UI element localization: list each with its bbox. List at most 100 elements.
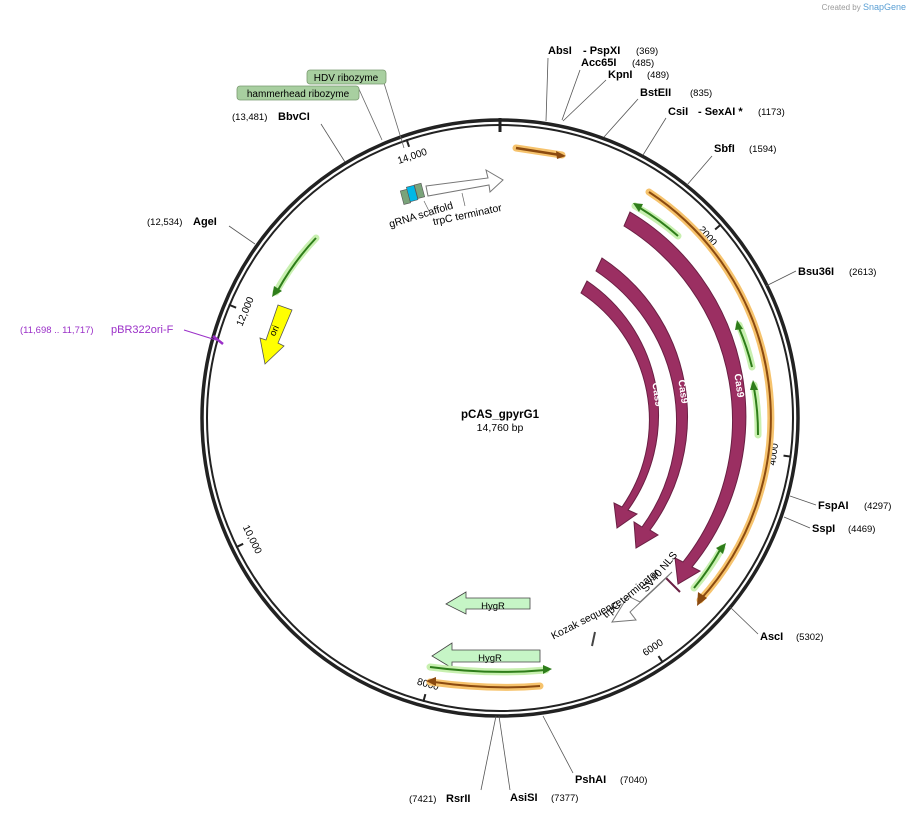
hygr-arrow-1[interactable] xyxy=(445,591,531,615)
site-name-extra: - SexAI * xyxy=(698,106,743,118)
cas9-arc-middle[interactable] xyxy=(595,257,688,549)
hammerhead-leader xyxy=(357,86,383,141)
site-bsteii[interactable]: BstEII (835) xyxy=(640,87,712,99)
site-leader-line xyxy=(542,715,574,774)
site-leader-line xyxy=(789,495,817,506)
trpc-top-leader xyxy=(461,192,466,207)
ori-arrow[interactable] xyxy=(259,304,293,365)
site-position: (1594) xyxy=(749,144,776,155)
site-fspai[interactable]: FspAI (4297) xyxy=(818,500,891,512)
site-position: (2613) xyxy=(849,267,876,278)
trpc-terminator-top-arrow[interactable] xyxy=(425,168,504,197)
site-leader-line xyxy=(783,516,811,529)
site-leader-line xyxy=(729,606,759,635)
grna-leader xyxy=(423,200,431,214)
site-position: (489) xyxy=(647,70,669,81)
site-name: SspI xyxy=(812,523,835,535)
scale-tick xyxy=(422,693,427,703)
trpc-terminator-bottom-arrow[interactable] xyxy=(611,571,673,623)
site-position: (13,481) xyxy=(232,112,267,123)
site-pshai[interactable]: PshAI (7040) xyxy=(575,774,647,786)
hygr-arrow-2[interactable] xyxy=(431,642,541,669)
site-leader-line xyxy=(603,98,639,138)
scale-tick xyxy=(657,655,664,664)
cas9-arc-outer[interactable] xyxy=(623,211,747,585)
site-name: AbsI xyxy=(548,45,572,57)
green-arrow-4-head xyxy=(716,543,726,554)
primer-mark xyxy=(212,335,224,345)
hdv-ribozyme-box[interactable] xyxy=(306,69,387,85)
site-name: PshAI xyxy=(575,774,606,786)
hygr-label-2: HygR xyxy=(478,653,502,664)
site-asisi[interactable]: AsiSI (7377) xyxy=(510,792,578,804)
kozak-sequence-label: Kozak sequence xyxy=(549,596,624,642)
hammerhead-ribozyme-label: hammerhead ribozyme xyxy=(247,89,350,100)
site-name: BstEII xyxy=(640,87,671,99)
site-name: AgeI xyxy=(193,216,217,228)
plasmid-length: 14,760 bp xyxy=(477,422,524,434)
misc-arrow-top-head xyxy=(556,151,566,159)
site-name: Acc65I xyxy=(581,57,616,69)
primer-range: (11,698 .. 11,717) xyxy=(20,325,94,336)
green-arrow-left xyxy=(277,237,317,291)
site-rsrii[interactable]: (7421) RsrII xyxy=(409,793,470,805)
primer-name[interactable]: pBR322ori-F xyxy=(111,324,174,336)
site-name: AsiSI xyxy=(510,792,538,804)
site-agei[interactable]: (12,534) AgeI xyxy=(147,216,217,228)
sv40-nls-marker xyxy=(665,577,681,593)
site-sbfi[interactable]: SbfI (1594) xyxy=(714,143,776,155)
plasmid-name: pCAS_gpyrG1 xyxy=(461,409,540,421)
site-name: AscI xyxy=(760,631,783,643)
site-leader-line xyxy=(320,123,346,163)
site-acc65i[interactable]: Acc65I (485) xyxy=(581,57,654,69)
site-leader-line xyxy=(498,715,511,791)
site-leader-line xyxy=(545,57,549,122)
site-position: (1173) xyxy=(758,107,785,118)
cas9-arc-inner[interactable] xyxy=(580,280,659,529)
scale-tick xyxy=(235,542,244,549)
site-name: CsiI xyxy=(668,106,688,118)
green-arrow-1-head xyxy=(633,203,643,212)
scale-tick-label: 10,000 xyxy=(240,524,264,557)
scale-tick-label: 12,000 xyxy=(235,295,257,328)
site-bbvci[interactable]: (13,481) BbvCI xyxy=(232,111,310,123)
site-position: (7040) xyxy=(620,775,647,786)
site-asci[interactable]: AscI (5302) xyxy=(760,631,823,643)
site-leader-lines xyxy=(228,57,817,791)
site-position: (7377) xyxy=(551,793,578,804)
site-kpni[interactable]: KpnI (489) xyxy=(608,69,669,81)
cas9-label-inner: Cas9 xyxy=(649,382,663,408)
sv40-nls-label: SV40 NLS xyxy=(639,549,680,594)
site-name: BbvCI xyxy=(278,111,310,123)
cas9-label-outer: Cas9 xyxy=(731,373,745,399)
scale-tick-label: 14,000 xyxy=(396,147,429,167)
site-sspi[interactable]: SspI (4469) xyxy=(812,523,875,535)
site-name: FspAI xyxy=(818,500,849,512)
misc-feature-top xyxy=(515,146,561,157)
site-abs-pspxi[interactable]: AbsI - PspXI (369) xyxy=(548,45,658,57)
hdv-ribozyme-feature[interactable] xyxy=(413,182,426,199)
site-position: (4297) xyxy=(864,501,891,512)
site-position: (12,534) xyxy=(147,217,182,228)
scale-tick xyxy=(405,138,411,148)
hammerhead-ribozyme-box[interactable] xyxy=(236,85,360,101)
site-leader-line xyxy=(765,270,797,287)
site-leader-line xyxy=(642,117,667,156)
site-leader-line xyxy=(480,715,497,791)
site-position: (835) xyxy=(690,88,712,99)
site-leader-line xyxy=(228,225,256,245)
site-position: (5302) xyxy=(796,632,823,643)
site-name: KpnI xyxy=(608,69,632,81)
site-csii-sexai[interactable]: CsiI - SexAI * (1173) xyxy=(668,106,785,118)
site-name-extra: - PspXI xyxy=(583,45,620,57)
cas9-label-middle: Cas9 xyxy=(675,379,689,405)
site-name: SbfI xyxy=(714,143,735,155)
primer-leader xyxy=(183,329,217,341)
site-position: (4469) xyxy=(848,524,875,535)
kozak-marker xyxy=(591,631,596,647)
hygr-label-1: HygR xyxy=(481,601,505,612)
misc-feature-right xyxy=(648,191,772,601)
site-bsu36i[interactable]: Bsu36I (2613) xyxy=(798,266,876,278)
misc-arrow-right-head xyxy=(697,592,707,606)
site-position: (369) xyxy=(636,46,658,57)
